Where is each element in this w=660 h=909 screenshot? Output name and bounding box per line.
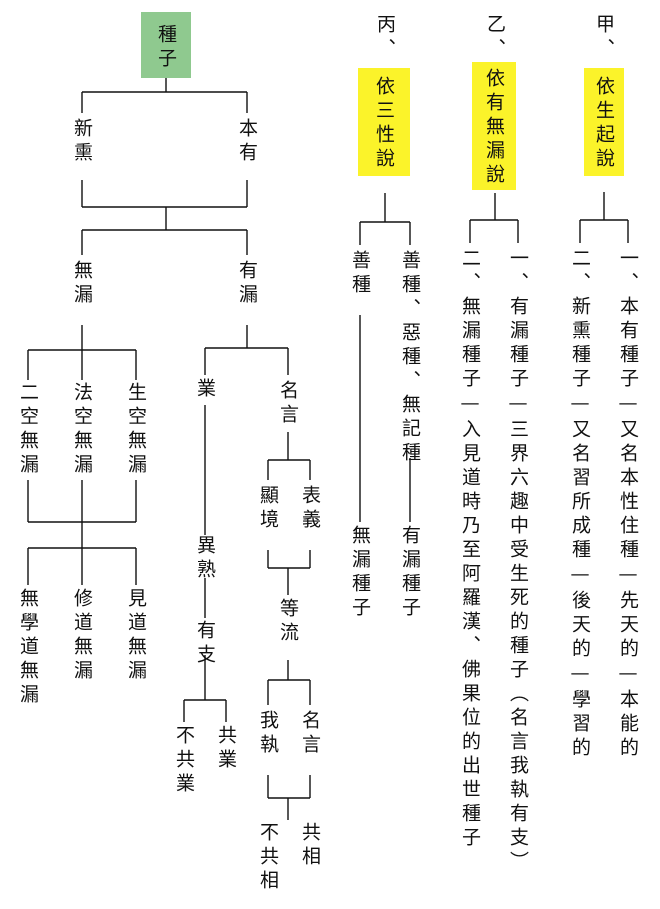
bing-prefix: 丙、 (374, 14, 396, 62)
node-self-grasping: 我執 (257, 710, 279, 758)
bing-item-undefiled-seed: 無漏種子 (349, 525, 371, 621)
node-name-words: 名言 (277, 380, 299, 428)
root-node-seed: 種子 (141, 12, 191, 78)
node-original: 本有 (236, 118, 258, 166)
bing-item-good-seed: 善種 (349, 250, 371, 298)
node-no-more-learning-undefiled: 無學道無漏 (17, 588, 39, 708)
node-undefiled: 無漏 (71, 260, 93, 308)
node-express-meaning: 表義 (299, 485, 321, 533)
jia-prefix: 甲、 (593, 14, 615, 62)
node-maturation: 異熟 (194, 535, 216, 583)
node-individual-mark: 不共相 (257, 822, 279, 894)
bing-item-three-natures: 善種、惡種、無記種 (399, 250, 421, 466)
node-dharma-emptiness-undefiled: 法空無漏 (71, 382, 93, 478)
node-two-emptiness-undefiled: 二空無漏 (17, 382, 39, 478)
node-common-mark: 共相 (299, 822, 321, 870)
node-existence-links: 有支 (194, 620, 216, 668)
bing-title: 依三性說 (358, 68, 410, 176)
node-new-perfumed: 新熏 (71, 118, 93, 166)
node-self-emptiness-undefiled: 生空無漏 (125, 382, 147, 478)
node-karma: 業 (194, 378, 216, 402)
node-individual-karma: 不共業 (173, 725, 195, 797)
node-seeing-path-undefiled: 見道無漏 (125, 588, 147, 684)
node-collective-karma: 共業 (215, 725, 237, 773)
node-name-words-2: 名言 (299, 710, 321, 758)
jia-item-new-seed: 二、新熏種子—又名習所成種—後天的—學習的 (569, 248, 591, 761)
yi-item-undefiled-seed: 二、無漏種子—入見道時乃至阿羅漢、佛果位的出世種子 (459, 248, 481, 851)
bing-item-defiled-seed: 有漏種子 (399, 525, 421, 621)
yi-title: 依有無漏說 (472, 62, 516, 190)
node-defiled: 有漏 (236, 260, 258, 308)
yi-item-defiled-seed: 一、有漏種子—三界六趣中受生死的種子（名言我執有支） (507, 248, 529, 875)
jia-item-original-seed: 一、本有種子—又名本性住種—先天的—本能的 (617, 248, 639, 761)
node-manifest-realm: 顯境 (257, 485, 279, 533)
jia-title: 依生起說 (584, 68, 624, 176)
node-cultivation-path-undefiled: 修道無漏 (71, 588, 93, 684)
node-equal-flow: 等流 (277, 598, 299, 646)
yi-prefix: 乙、 (484, 14, 506, 62)
